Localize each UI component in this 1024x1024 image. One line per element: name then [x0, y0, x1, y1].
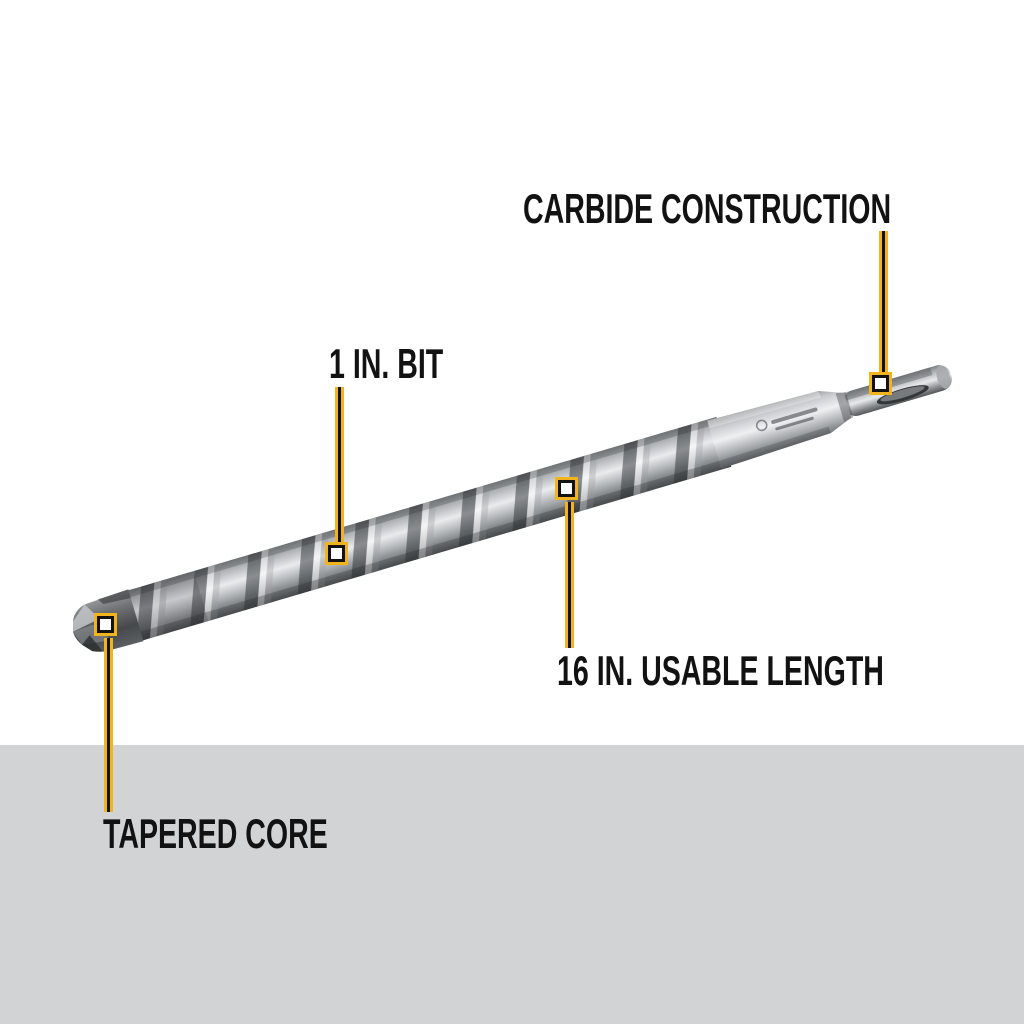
callout-label-carbide-construction: CARBIDE CONSTRUCTION: [523, 185, 892, 232]
callout-label-usable-length: 16 IN. USABLE LENGTH: [557, 647, 884, 694]
bit-shank: [842, 365, 952, 416]
callout-line-usable-length: [565, 502, 574, 648]
callout-label-bit-diameter: 1 IN. BIT: [329, 340, 444, 387]
square-marker-icon: [872, 375, 889, 392]
brand-stamp: [755, 407, 818, 432]
bit-flutes: [121, 416, 732, 643]
square-marker-icon: [328, 545, 345, 562]
floor-band: [0, 745, 1024, 1024]
square-marker-icon: [558, 480, 575, 497]
callout-label-tapered-core: TAPERED CORE: [103, 810, 328, 857]
callout-line-bit-diameter: [335, 387, 344, 547]
callout-line-tapered-core: [104, 638, 113, 812]
callout-line-carbide-construction: [879, 231, 888, 377]
bit-collar: [707, 390, 854, 469]
square-marker-icon: [97, 616, 114, 633]
